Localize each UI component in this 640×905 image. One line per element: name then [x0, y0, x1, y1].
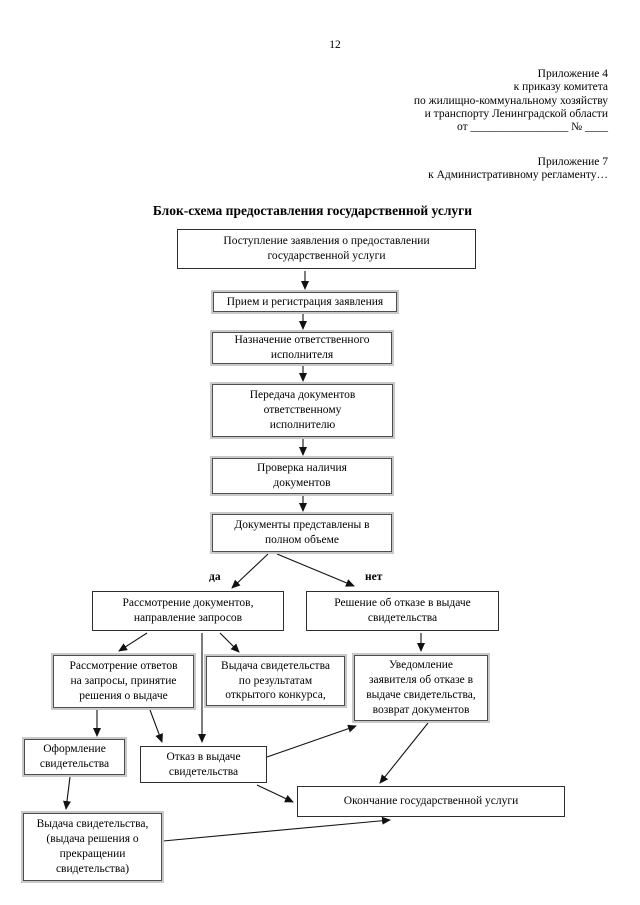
- arrow-refusal-issue-to-end: [256, 784, 294, 803]
- flow-node-assign-executor: Назначение ответственного исполнителя: [210, 330, 394, 366]
- appendix-4-line: и транспорту Ленинградской области: [424, 107, 608, 120]
- flow-node-review-documents: Рассмотрение документов, направление зап…: [92, 591, 284, 631]
- branch-label-yes: да: [209, 571, 221, 583]
- appendix-4-block: Приложение 4 к приказу комитета по жилищ…: [414, 68, 608, 134]
- arrow-review-to-tender-issue: [219, 632, 240, 653]
- appendix-7-block: Приложение 7 к Административному регламе…: [428, 156, 608, 183]
- flow-node-check-documents: Проверка наличия документов: [210, 456, 394, 496]
- flow-node-refusal-decision: Решение об отказе в выдаче свидетельства: [306, 591, 499, 631]
- appendix-4-line: к приказу комитета: [513, 81, 608, 94]
- flow-node-reception-registration: Прием и регистрация заявления: [211, 290, 399, 314]
- flow-node-notify-refusal: Уведомление заявителя об отказе в выдаче…: [352, 653, 490, 723]
- flow-node-service-end: Окончание государственной услуги: [297, 786, 565, 817]
- appendix-7-line: Приложение 7: [537, 156, 608, 168]
- flow-node-application-received: Поступление заявления о предоставлении г…: [177, 229, 476, 269]
- arrow-issue-to-end: [162, 816, 391, 842]
- arrow-refusal-issue-to-notify: [266, 724, 357, 758]
- arrow-yes-branch: [231, 553, 269, 589]
- flow-node-transfer-documents: Передача документов ответственному испол…: [210, 382, 395, 439]
- appendix-7-line: к Административному регламенту…: [428, 169, 608, 182]
- flow-node-refusal-issue: Отказ в выдаче свидетельства: [140, 746, 267, 783]
- appendix-4-line: от _________________ № ____: [457, 121, 608, 134]
- arrow-preparation-to-issue: [63, 776, 71, 810]
- arrow-no-branch: [276, 553, 355, 587]
- flow-node-issue-by-tender: Выдача свидетельства по результатам откр…: [204, 654, 347, 708]
- flow-node-certificate-issue: Выдача свидетельства, (выдача решения о …: [21, 811, 164, 883]
- arrow-review-to-responses: [118, 632, 148, 652]
- branch-label-no: нет: [365, 571, 383, 583]
- appendix-4-line: Приложение 4: [537, 68, 608, 80]
- page-number: 12: [329, 39, 341, 51]
- arrow-notify-to-end: [379, 722, 429, 784]
- flowchart-title: Блок-схема предоставления государственно…: [152, 203, 473, 218]
- flow-node-certificate-preparation: Оформление свидетельства: [22, 737, 127, 777]
- arrow-responses-to-refusal-issue: [149, 709, 163, 743]
- flow-node-review-responses: Рассмотрение ответов на запросы, приняти…: [51, 653, 196, 710]
- appendix-4-line: по жилищно-коммунальному хозяйству: [413, 94, 608, 107]
- flow-node-documents-complete: Документы представлены в полном объеме: [210, 512, 394, 554]
